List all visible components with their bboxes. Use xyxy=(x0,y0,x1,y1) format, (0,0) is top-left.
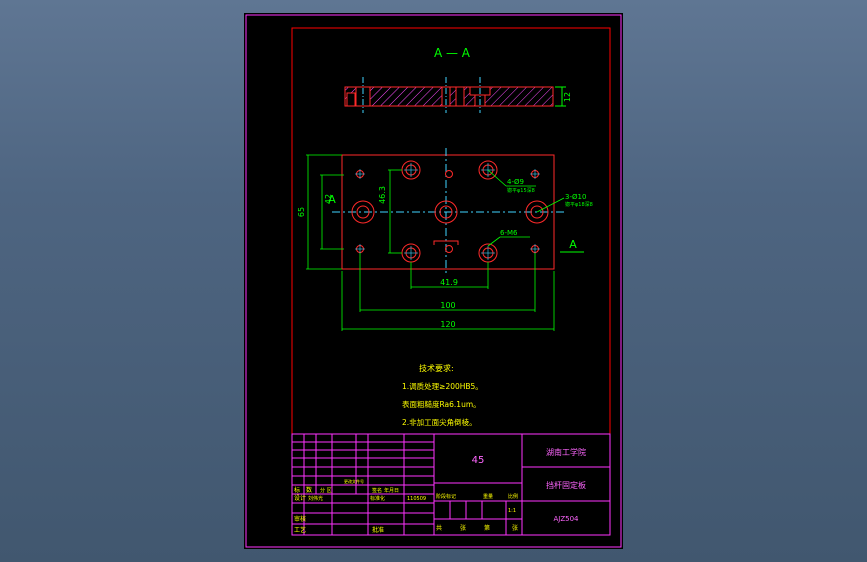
cell-zhongliang: 重量 xyxy=(483,493,493,500)
cell-genggai: 更改文件号 xyxy=(344,478,364,484)
technical-notes: 技术要求: 1.调质处理≥200HB5。 表面粗糙度Ra6.1um。 2.非加工… xyxy=(402,363,483,427)
cell-designer: 刘伟光 xyxy=(308,495,323,502)
hole-note-4-d9: 4-Ø9 xyxy=(507,178,524,186)
cell-biao: 标 xyxy=(294,486,300,494)
dim-42: 42 xyxy=(324,194,333,204)
dim-120: 120 xyxy=(440,320,455,329)
cell-biaozhunhua: 标准化 xyxy=(370,495,385,502)
material-label: 45 xyxy=(472,455,485,466)
cell-shu: 数 xyxy=(306,486,312,494)
dim-41-9: 41.9 xyxy=(440,278,458,287)
title-block: 45 湖南工学院 挡杆固定板 AJZ504 标 数 分 区 更改文件号 签名 年… xyxy=(291,433,611,536)
dim-65: 65 xyxy=(297,207,306,217)
cell-date: 110509 xyxy=(407,496,426,502)
section-mark-left: A xyxy=(328,193,336,206)
cell-bili: 比例 xyxy=(508,493,518,500)
cell-pizhun: 批准 xyxy=(372,526,384,534)
section-view: 12 xyxy=(344,77,572,113)
section-mark-right: A xyxy=(569,238,577,251)
notes-title: 技术要求: xyxy=(419,363,454,373)
cell-di: 第 xyxy=(484,524,490,532)
notes-line-3: 2.非加工面尖角倒棱。 xyxy=(402,417,477,427)
drawing-sheet: A — A 12 xyxy=(244,13,623,549)
drawing-number: AJZ504 xyxy=(553,515,579,523)
cell-sheji: 设计 xyxy=(294,494,306,502)
outer-border xyxy=(245,14,622,548)
school-name: 湖南工学院 xyxy=(546,447,586,457)
cell-shenhe: 审核 xyxy=(294,515,306,523)
notes-line-2: 表面粗糙度Ra6.1um。 xyxy=(402,399,481,409)
hole-note-6-m6: 6-M6 xyxy=(500,229,518,237)
cell-zhang-2: 张 xyxy=(512,524,518,532)
plan-view: 65 42 46.3 41.9 100 120 4-Ø9 锪平φ15深8 3-Ø… xyxy=(297,148,593,331)
hole-note-4-d9-sub: 锪平φ15深8 xyxy=(507,187,535,194)
cell-scale: 1:1 xyxy=(508,508,516,514)
hole-note-3-d10: 3-Ø10 xyxy=(565,193,586,201)
cell-qianming: 签名 xyxy=(372,487,382,494)
cell-gong: 共 xyxy=(436,524,442,532)
drawing-canvas: A — A 12 xyxy=(245,14,622,548)
dim-12: 12 xyxy=(563,92,572,102)
cell-nianyueri: 年月日 xyxy=(384,487,399,494)
cell-gongyi: 工艺 xyxy=(294,526,306,534)
cell-zhang-1: 张 xyxy=(460,524,466,532)
hole-note-3-d10-sub: 锪平φ18深8 xyxy=(565,201,593,208)
dim-100: 100 xyxy=(440,301,455,310)
cell-fenqu: 分 区 xyxy=(320,487,332,494)
part-name: 挡杆固定板 xyxy=(546,480,586,490)
cell-jieduan: 阶段标记 xyxy=(436,493,456,500)
dim-46-3: 46.3 xyxy=(378,186,387,204)
section-title: A — A xyxy=(434,46,471,60)
notes-line-1: 1.调质处理≥200HB5。 xyxy=(402,381,483,391)
